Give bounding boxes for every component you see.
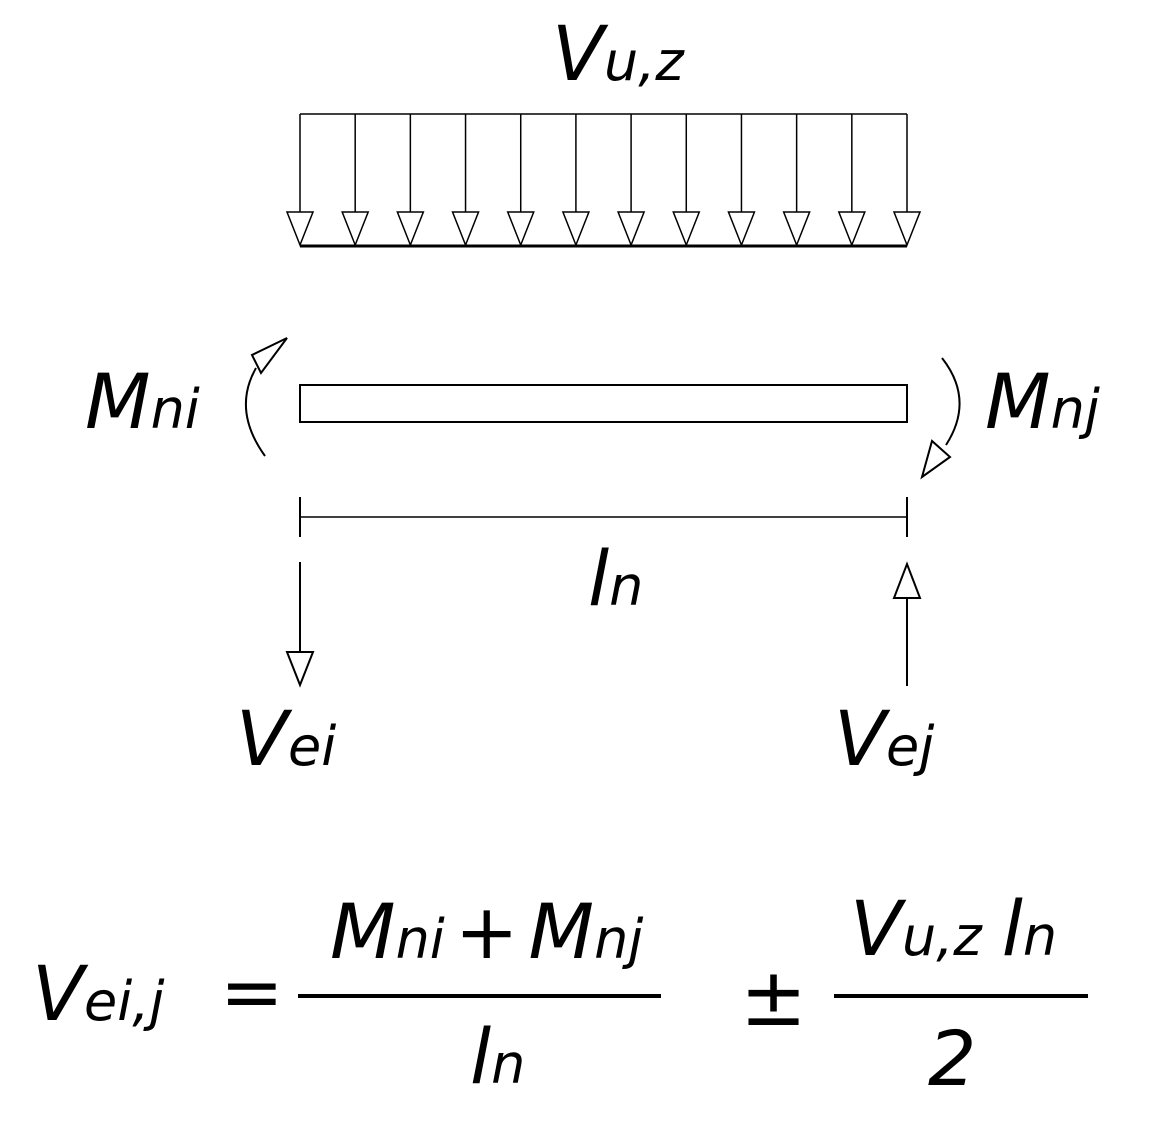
beam — [299, 384, 908, 423]
arrowhead-down-icon — [285, 211, 315, 248]
load-arrow — [285, 114, 315, 248]
arrowhead-down-icon — [616, 211, 646, 248]
span-label: ln — [588, 534, 643, 623]
arrowhead-icon — [920, 439, 952, 480]
load-arrow — [672, 114, 701, 248]
load-label: Vu,z — [552, 9, 685, 98]
fraction2-denominator: 2 — [928, 1014, 976, 1103]
arrowhead-down-icon — [285, 651, 315, 688]
load-arrow — [396, 114, 425, 248]
shear-i-arrow — [285, 562, 315, 688]
load-arrow — [561, 114, 591, 248]
moment-i-label: Mni — [85, 357, 200, 446]
arrowhead-down-icon — [341, 211, 370, 248]
load-arrow — [837, 114, 866, 248]
arrowhead-icon — [250, 337, 288, 375]
load-arrow — [506, 114, 535, 248]
shear-i-label: Vei — [236, 694, 336, 783]
plus-minus-sign: ± — [740, 951, 807, 1044]
moment-i-arrow — [244, 337, 288, 457]
load-arrow — [616, 114, 646, 248]
fraction1-numerator: Mni+Mnj — [330, 887, 643, 976]
shear-j-arrow — [892, 561, 922, 686]
distributed-load — [285, 113, 922, 248]
arrowhead-down-icon — [672, 211, 701, 248]
load-arrow — [341, 114, 370, 248]
arrowhead-down-icon — [837, 211, 866, 248]
fraction1-denominator: ln — [470, 1012, 525, 1101]
equation-lhs: Vei,j — [32, 949, 164, 1038]
equals-sign: = — [220, 947, 284, 1036]
shear-j-label: Vej — [834, 694, 934, 783]
arrowhead-up-icon — [892, 561, 922, 599]
arrowhead-down-icon — [892, 211, 922, 248]
load-arrow — [892, 114, 922, 248]
arrowhead-down-icon — [506, 211, 535, 248]
arrowhead-down-icon — [727, 211, 756, 248]
moment-j-arrow — [920, 357, 961, 480]
arrowhead-down-icon — [782, 211, 811, 248]
arrowhead-down-icon — [451, 211, 480, 248]
span-dimension — [299, 497, 908, 537]
moment-j-label: Mnj — [985, 357, 1100, 446]
load-arrow — [451, 114, 480, 248]
load-arrow — [782, 114, 811, 248]
load-arrow — [727, 114, 756, 248]
arrowhead-down-icon — [561, 211, 591, 248]
arrowhead-down-icon — [396, 211, 425, 248]
